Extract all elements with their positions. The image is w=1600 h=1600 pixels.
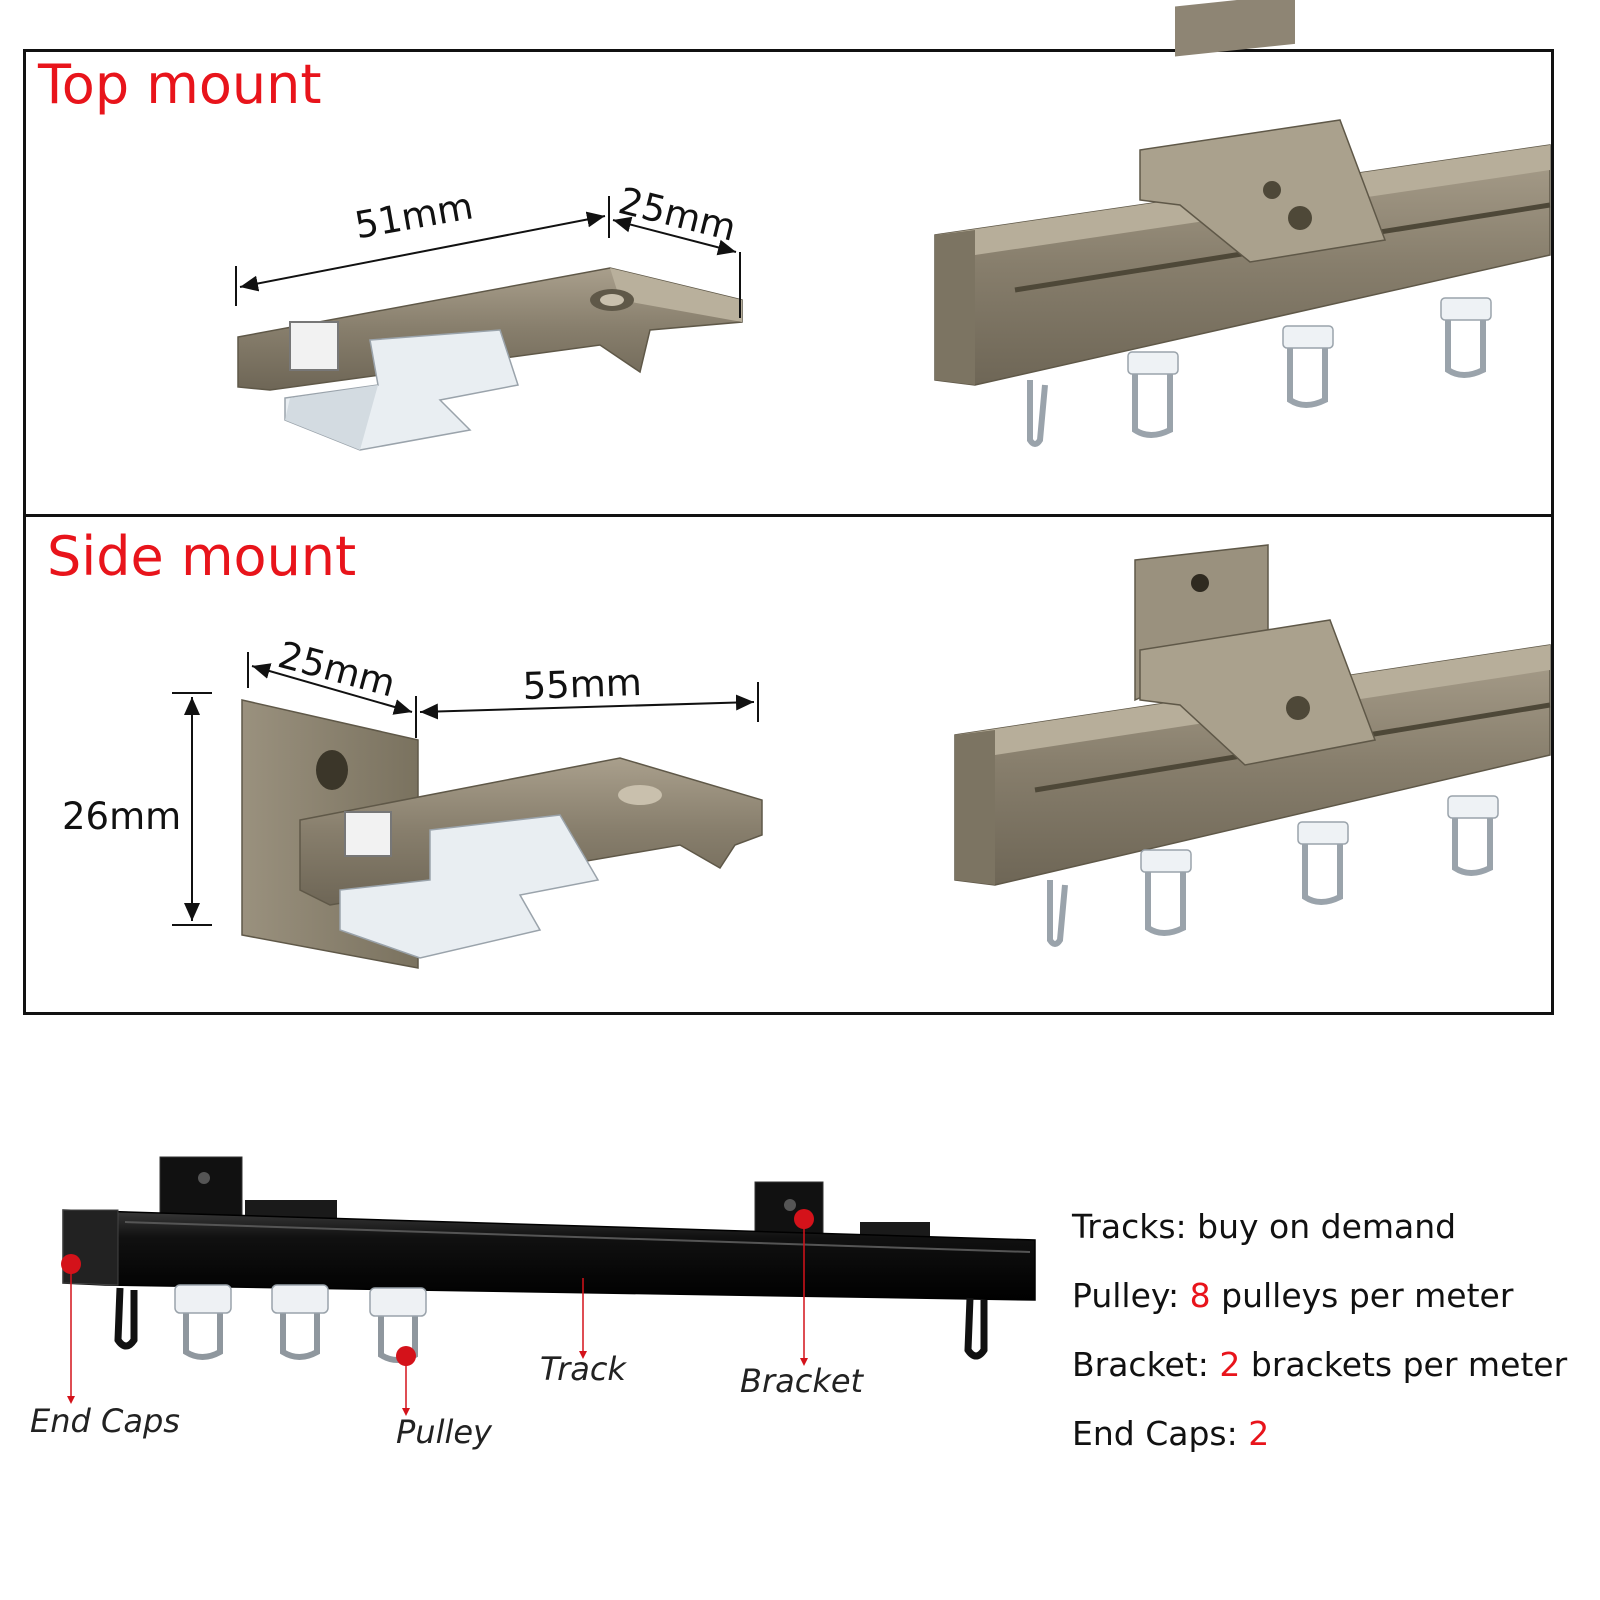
side-mount-bracket-illustration: [241, 699, 763, 969]
spec-pulley-text: pulleys per meter: [1221, 1276, 1514, 1315]
top-mount-track-illustration: [934, 0, 1551, 447]
spec-bracket-text: brackets per meter: [1250, 1345, 1568, 1384]
spec-end-caps: End Caps: 2: [1072, 1417, 1269, 1450]
spec-pulley: Pulley: 8 pulleys per meter: [1072, 1279, 1513, 1312]
spec-tracks-label: Tracks:: [1072, 1207, 1187, 1246]
bracket-label: Bracket: [740, 1362, 864, 1400]
side-mount-height-label: 26mm: [62, 795, 182, 838]
black-track-illustration: [61, 1156, 1036, 1416]
end-caps-label: End Caps: [30, 1402, 180, 1440]
track-label: Track: [540, 1350, 626, 1388]
spec-tracks-text: buy on demand: [1197, 1207, 1457, 1246]
top-mount-title: Top mount: [38, 53, 322, 116]
spec-end-caps-label: End Caps:: [1072, 1414, 1238, 1453]
spec-bracket-label: Bracket:: [1072, 1345, 1209, 1384]
spec-bracket-count: 2: [1219, 1345, 1241, 1384]
top-mount-dimension-lines: [235, 196, 741, 318]
side-mount-title: Side mount: [47, 525, 357, 588]
side-mount-dimension-lines: [172, 652, 759, 926]
spec-pulley-count: 8: [1189, 1276, 1211, 1315]
side-mount-track-illustration: [954, 544, 1551, 947]
pulley-label: Pulley: [396, 1413, 492, 1451]
spec-end-caps-count: 2: [1248, 1414, 1270, 1453]
mount-panels-frame: [23, 49, 1554, 1015]
top-mount-bracket-illustration: [237, 267, 743, 451]
side-mount-arm-label: 55mm: [521, 660, 643, 708]
spec-tracks: Tracks: buy on demand: [1072, 1210, 1456, 1243]
panel-divider: [23, 514, 1554, 517]
spec-pulley-label: Pulley:: [1072, 1276, 1180, 1315]
spec-bracket: Bracket: 2 brackets per meter: [1072, 1348, 1567, 1381]
